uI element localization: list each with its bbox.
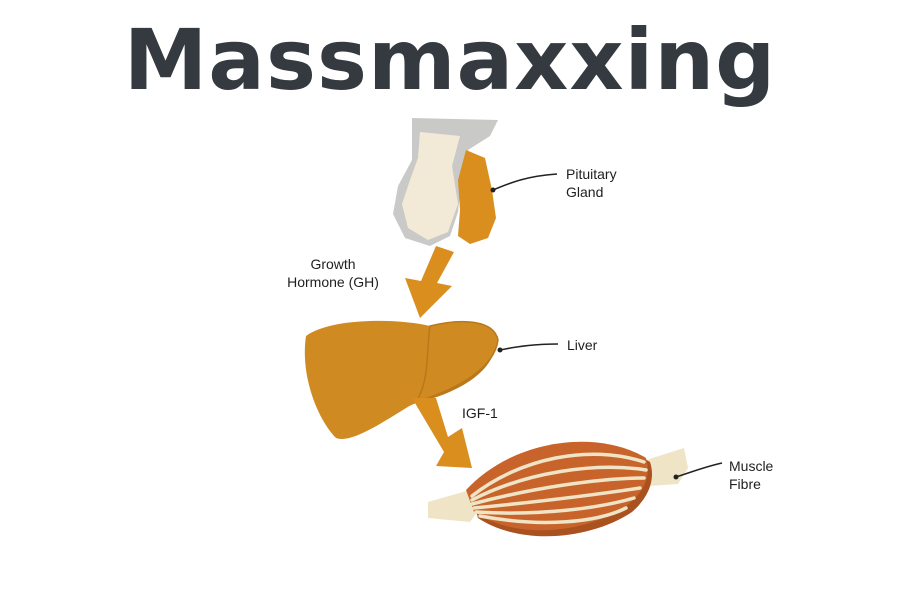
muscle-tendon-left: [428, 490, 482, 522]
liver-left-lobe: [304, 320, 430, 439]
pituitary-leader-line: [492, 173, 558, 191]
gh-arrow: [405, 246, 454, 318]
muscle-fibre-strands: [470, 452, 648, 525]
igf1-arrow: [412, 398, 472, 468]
growth-hormone-label: Growth Hormone (GH): [278, 255, 388, 291]
fibre-strand: [474, 496, 636, 515]
pituitary-orange-lobe: [458, 150, 496, 244]
pituitary-cream-lobe: [402, 132, 460, 240]
gh-label-line-2: Hormone (GH): [287, 274, 379, 290]
liver-leader-dot: [497, 347, 503, 353]
liver-label: Liver: [567, 337, 598, 353]
liver-leader-line: [499, 343, 559, 351]
liver-right-lobe: [414, 320, 499, 404]
fibre-strand: [470, 465, 648, 502]
liver-illustration: [304, 320, 499, 439]
fibre-strand: [470, 476, 646, 506]
fibre-strand: [478, 506, 628, 525]
muscle-label-line-1: Muscle: [729, 458, 774, 474]
muscle-fibre-illustration: [428, 441, 688, 537]
muscle-fibre-label: Muscle Fibre: [729, 457, 773, 493]
pituitary-gland-label: Pituitary Gland: [566, 165, 617, 201]
pituitary-label-line-2: Gland: [566, 184, 604, 200]
fibre-strand: [472, 486, 642, 510]
gh-label-line-1: Growth: [310, 256, 356, 272]
muscle-leader-line: [675, 462, 723, 478]
igf1-label: IGF-1: [462, 405, 498, 421]
fibre-strand: [470, 452, 646, 498]
page-title: Massmaxxing: [123, 11, 777, 109]
pituitary-gland-illustration: [393, 118, 498, 246]
pituitary-label-line-1: Pituitary: [566, 166, 617, 182]
leader-lines: [490, 173, 723, 480]
muscle-label-line-2: Fibre: [729, 476, 761, 492]
muscle-leader-dot: [673, 474, 679, 480]
pituitary-leader-dot: [490, 187, 496, 193]
